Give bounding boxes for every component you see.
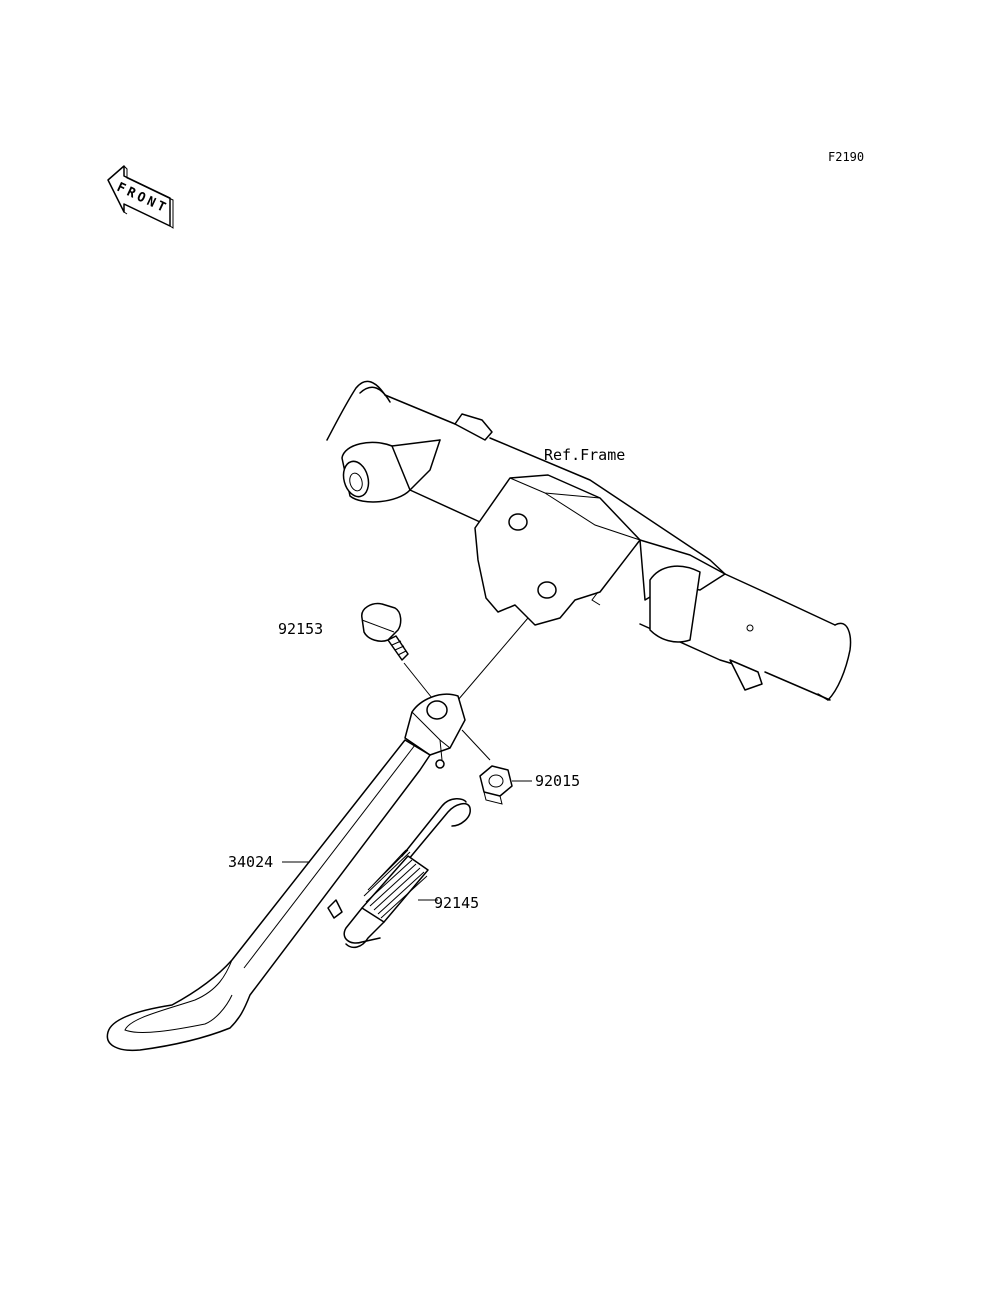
figure-code: F2190 (828, 150, 864, 164)
part-label-92153: 92153 (278, 620, 323, 638)
guide-line (457, 617, 529, 701)
guide-line (403, 662, 437, 704)
reference-frame: Ref.Frame (326, 380, 852, 701)
part-label-34024: 34024 (228, 853, 273, 871)
spring-92145 (343, 798, 471, 949)
front-direction-arrow-icon: FRONT (107, 165, 174, 229)
nut-92015 (479, 765, 513, 805)
side-stand-34024 (106, 693, 466, 1052)
guide-line (461, 729, 491, 761)
part-label-92015: 92015 (535, 772, 580, 790)
bolt-92153 (361, 602, 409, 661)
ref-frame-label: Ref.Frame (544, 446, 625, 464)
part-label-92145: 92145 (434, 894, 479, 912)
